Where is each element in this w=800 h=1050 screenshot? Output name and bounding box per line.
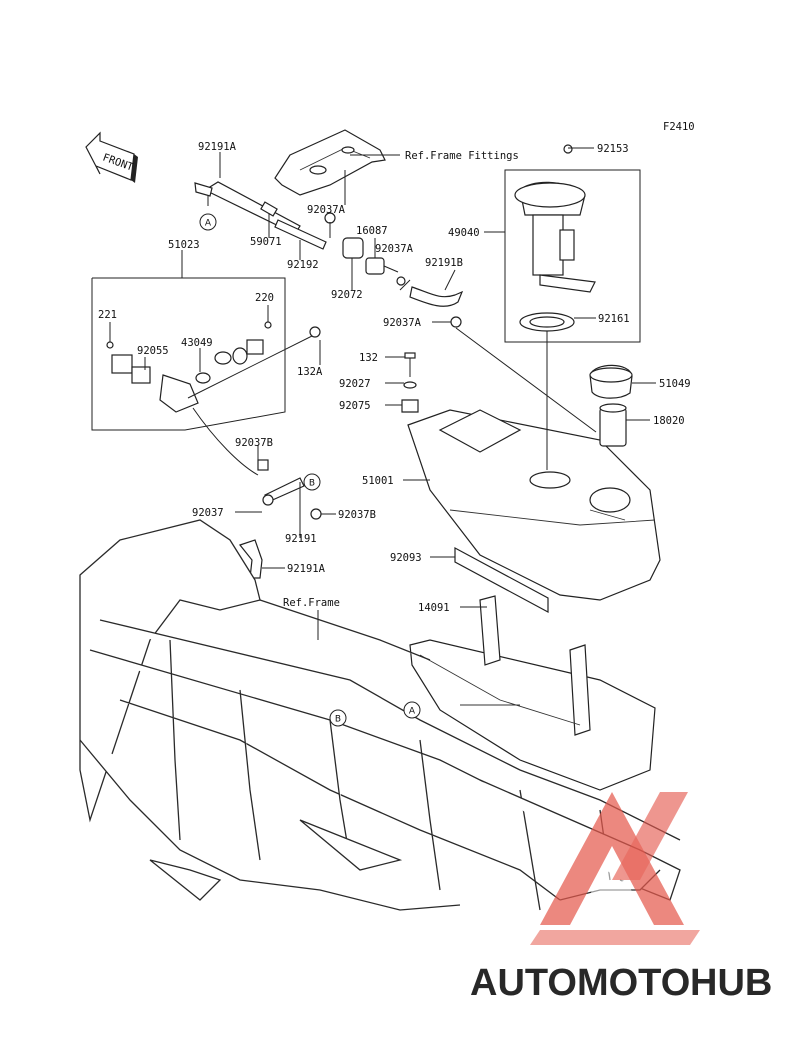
callout-92161: 92161 (598, 313, 630, 325)
callout-labels: 92191A Ref.Frame Fittings 92153 92037A 1… (98, 141, 691, 614)
svg-text:A: A (205, 219, 212, 229)
vehicle-frame (79, 519, 681, 911)
fuel-pump-assembly (504, 144, 641, 343)
callout-132: 132 (359, 352, 378, 364)
callout-92037A-3: 92037A (383, 317, 422, 329)
callout-92037B-1: 92037B (235, 437, 273, 449)
svg-text:B: B (335, 715, 341, 725)
callout-43049: 43049 (181, 337, 213, 349)
pump-gasket-92161 (519, 312, 575, 332)
callout-92192: 92192 (287, 259, 319, 271)
leader-lines (109, 147, 656, 640)
callout-92027: 92027 (339, 378, 371, 390)
callout-92037B-2: 92037B (338, 509, 376, 521)
connector-b-frame: B (329, 709, 347, 727)
svg-text:A: A (409, 707, 416, 717)
callout-132A: 132A (297, 366, 323, 378)
connector-a-frame: A (403, 701, 421, 719)
callout-92075: 92075 (339, 400, 371, 412)
fuel-hose-lower (192, 407, 322, 579)
callout-92037A-2: 92037A (375, 243, 414, 255)
callout-92191A-bottom: 92191A (287, 563, 326, 575)
connector-b-right: B (303, 473, 321, 491)
fuel-tank-51001 (407, 409, 661, 601)
automotohub-logo: AUTOMOTO HUB (470, 792, 772, 1004)
callout-59071: 59071 (250, 236, 282, 248)
watermark-right: HUB (690, 962, 772, 1004)
callout-ref-frame: Ref.Frame (283, 597, 340, 609)
filler-strainer-18020 (599, 403, 627, 447)
callout-51023: 51023 (168, 239, 200, 251)
fuel-hose-upper (194, 181, 327, 250)
fuel-cap-51049 (589, 364, 633, 399)
callout-220: 220 (255, 292, 274, 304)
callout-92191: 92191 (285, 533, 317, 545)
callout-92055: 92055 (137, 345, 169, 357)
connector-a-top: A (199, 213, 217, 231)
callout-92191A-top: 92191A (198, 141, 237, 153)
fuel-hose-92191B (409, 286, 464, 307)
callout-92191B: 92191B (425, 257, 463, 269)
svg-text:B: B (309, 479, 315, 489)
watermark-left: AUTOMOTO (470, 962, 690, 1004)
callout-92093: 92093 (390, 552, 422, 564)
callout-92072: 92072 (331, 289, 363, 301)
tank-bracket (274, 129, 386, 196)
tank-tray-14091 (409, 595, 656, 791)
callout-92037A-1: 92037A (307, 204, 346, 216)
callout-14091: 14091 (418, 602, 450, 614)
callout-18020: 18020 (653, 415, 685, 427)
fuel-valve-box (91, 277, 286, 431)
callout-92037: 92037 (192, 507, 224, 519)
tank-mount-parts (401, 316, 597, 433)
callout-51049: 51049 (659, 378, 691, 390)
callout-16087: 16087 (356, 225, 388, 237)
fuel-valve-assembly (106, 321, 321, 413)
callout-92153: 92153 (597, 143, 629, 155)
callout-49040: 49040 (448, 227, 480, 239)
callout-51001: 51001 (362, 475, 394, 487)
callout-221: 221 (98, 309, 117, 321)
diagram-code: F2410 (663, 121, 695, 133)
callout-ref-frame-fittings: Ref.Frame Fittings (405, 150, 519, 162)
front-arrow-icon: FRONT (85, 131, 138, 183)
